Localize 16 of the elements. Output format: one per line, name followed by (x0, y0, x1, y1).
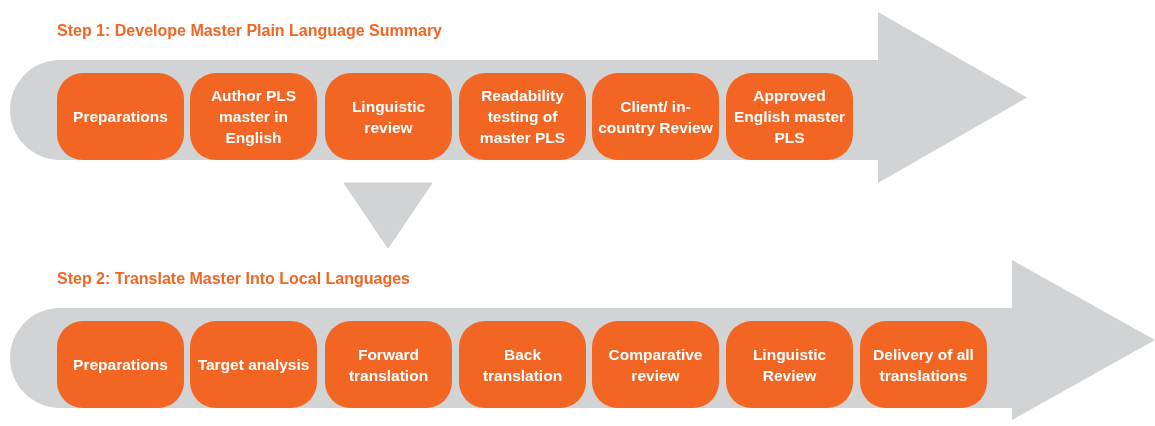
step-pill: Delivery of all translations (860, 321, 987, 408)
step-pill: Readability testing of master PLS (459, 73, 586, 160)
down-arrow (343, 182, 433, 249)
step-pill: Preparations (57, 73, 184, 160)
step-pill: Author PLS master in English (190, 73, 317, 160)
step-pill: Preparations (57, 321, 184, 408)
step-pill: Linguistic Review (726, 321, 853, 408)
step-pill: Back translation (459, 321, 586, 408)
step-pill: Comparative review (592, 321, 719, 408)
step-heading: Step 1: Develope Master Plain Language Summary (57, 22, 442, 40)
step-pill: Approved English master PLS (726, 73, 853, 160)
step-pill: Target analysis (190, 321, 317, 408)
step-pill: Forward translation (325, 321, 452, 408)
step-heading: Step 2: Translate Master Into Local Languages (57, 270, 410, 288)
step-pill: Linguistic review (325, 73, 452, 160)
step-pill: Client/ in-country Review (592, 73, 719, 160)
